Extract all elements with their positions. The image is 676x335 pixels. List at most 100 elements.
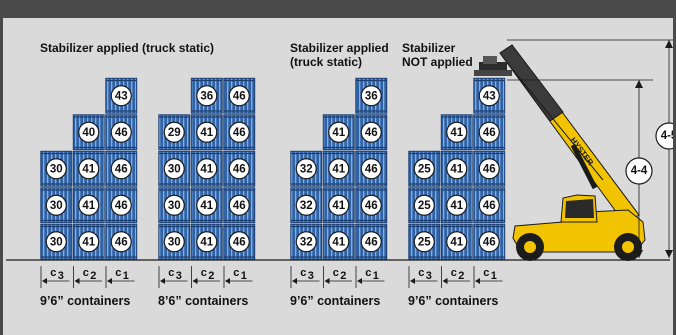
dim-inner-badge xyxy=(625,157,653,185)
height-dimensions: 4-5 4-4 xyxy=(507,39,673,258)
capacity-badge xyxy=(360,85,382,107)
capacity-value: 36 xyxy=(365,90,378,102)
capacity-value: 41 xyxy=(82,163,95,175)
container: 25 xyxy=(408,150,441,187)
capacity-badge xyxy=(163,158,185,180)
capacity-badge xyxy=(163,121,185,143)
container: 36 xyxy=(190,77,223,114)
capacity-badge xyxy=(360,231,382,253)
column-symbol: c xyxy=(83,267,89,279)
capacity-value: 46 xyxy=(233,236,246,248)
capacity-badge xyxy=(413,194,435,216)
capacity-value: 46 xyxy=(483,200,496,212)
capacity-badge xyxy=(110,194,132,216)
capacity-value: 41 xyxy=(82,200,95,212)
capacity-value: 46 xyxy=(233,200,246,212)
capacity-badge xyxy=(228,194,250,216)
container: 46 xyxy=(105,223,138,260)
capacity-value: 25 xyxy=(418,236,431,248)
capacity-value: 41 xyxy=(200,236,213,248)
capacity-badge xyxy=(228,85,250,107)
capacity-badge xyxy=(478,194,500,216)
capacity-badge xyxy=(228,231,250,253)
capacity-badge xyxy=(360,158,382,180)
capacity-value: 30 xyxy=(168,163,181,175)
capacity-badge xyxy=(360,194,382,216)
capacity-badge xyxy=(446,121,468,143)
capacity-value: 41 xyxy=(450,200,463,212)
capacity-value: 46 xyxy=(233,127,246,139)
container: 41 xyxy=(322,223,355,260)
capacity-badge xyxy=(478,231,500,253)
container: 30 xyxy=(158,150,191,187)
capacity-value: 46 xyxy=(365,236,378,248)
stack-label: Stabilizer xyxy=(402,41,456,55)
capacity-badge xyxy=(196,85,218,107)
container: 25 xyxy=(408,223,441,260)
capacity-value: 29 xyxy=(168,127,181,139)
capacity-badge xyxy=(78,121,100,143)
container: 46 xyxy=(355,114,388,151)
capacity-value: 32 xyxy=(300,200,313,212)
capacity-badge xyxy=(295,231,317,253)
container-type-caption: 8’6” containers xyxy=(158,294,248,308)
dim-outer-label: 4-5 xyxy=(661,130,673,142)
container: 46 xyxy=(473,150,506,187)
container: 46 xyxy=(355,223,388,260)
container: 41 xyxy=(440,187,473,224)
capacity-badge xyxy=(446,231,468,253)
container: 41 xyxy=(72,187,105,224)
container: 41 xyxy=(440,114,473,151)
capacity-badge xyxy=(110,158,132,180)
dim-outer-badge xyxy=(655,122,673,150)
container: 46 xyxy=(223,77,256,114)
header-bar xyxy=(0,0,676,18)
container: 46 xyxy=(473,223,506,260)
capacity-value: 46 xyxy=(115,163,128,175)
container: 46 xyxy=(105,114,138,151)
stack-label: (truck static) xyxy=(290,55,362,69)
column-symbol: c xyxy=(365,267,371,279)
capacity-value: 46 xyxy=(483,163,496,175)
container: 41 xyxy=(440,223,473,260)
capacity-value: 30 xyxy=(168,236,181,248)
column-index: 2 xyxy=(340,270,346,282)
column-symbol: c xyxy=(333,267,339,279)
capacity-badge xyxy=(196,158,218,180)
container: 46 xyxy=(223,187,256,224)
container: 41 xyxy=(190,150,223,187)
container: 41 xyxy=(322,150,355,187)
capacity-badge xyxy=(478,158,500,180)
capacity-badge xyxy=(78,158,100,180)
capacity-value: 46 xyxy=(365,200,378,212)
capacity-badge xyxy=(295,194,317,216)
column-index: 3 xyxy=(426,270,432,282)
truck-body xyxy=(512,209,646,253)
container: 46 xyxy=(223,114,256,151)
capacity-value: 46 xyxy=(483,236,496,248)
container: 30 xyxy=(158,223,191,260)
container: 29 xyxy=(158,114,191,151)
container: 32 xyxy=(290,187,323,224)
container: 41 xyxy=(322,187,355,224)
column-symbol: c xyxy=(418,267,424,279)
column-symbol: c xyxy=(168,267,174,279)
capacity-value: 46 xyxy=(483,127,496,139)
container-type-caption: 9’6” containers xyxy=(40,294,130,308)
capacity-badge xyxy=(110,231,132,253)
capacity-value: 41 xyxy=(200,127,213,139)
container: 30 xyxy=(40,187,73,224)
capacity-value: 46 xyxy=(115,236,128,248)
capacity-badge xyxy=(360,121,382,143)
capacity-badge xyxy=(45,231,67,253)
column-index: 1 xyxy=(373,270,379,282)
capacity-badge xyxy=(196,231,218,253)
capacity-value: 41 xyxy=(450,127,463,139)
capacity-value: 46 xyxy=(115,127,128,139)
container: 30 xyxy=(40,150,73,187)
stack-label: NOT applied xyxy=(402,55,473,69)
capacity-value: 41 xyxy=(200,200,213,212)
